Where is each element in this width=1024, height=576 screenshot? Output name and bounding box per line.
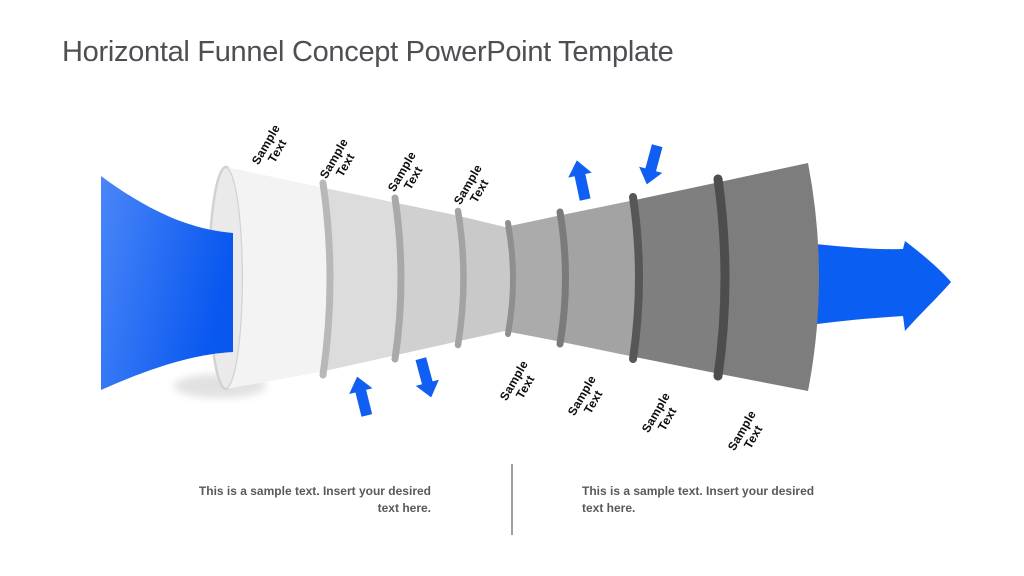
segment-rim-7	[629, 193, 643, 363]
funnel-segment-1	[226, 167, 327, 389]
segment-rim-4	[454, 207, 467, 349]
caption-left: This is a sample text. Insert your desir…	[195, 483, 431, 517]
caption-right-line2: text here.	[582, 501, 636, 515]
segment-rim-6	[556, 208, 569, 348]
funnel-segment-4	[455, 215, 510, 342]
funnel-segment-8	[715, 163, 819, 391]
input-flow-arrow	[101, 176, 233, 390]
funnel-segment-2	[320, 187, 398, 372]
caption-right: This is a sample text. Insert your desir…	[582, 483, 818, 517]
caption-right-line1: This is a sample text. Insert your desir…	[582, 484, 815, 498]
slide-title: Horizontal Funnel Concept PowerPoint Tem…	[62, 36, 674, 68]
segment-rim-2	[319, 179, 334, 379]
segment-rim-3	[391, 194, 405, 363]
accent-arrow-down-top	[639, 144, 663, 185]
accent-arrow-down-bottom	[415, 357, 439, 398]
accent-arrow-up-bottom-left	[349, 376, 373, 417]
segment-rim-5	[505, 220, 516, 337]
caption-left-line2: text here.	[377, 501, 431, 515]
funnel-segment-5	[505, 216, 563, 341]
caption-left-line1: This is a sample text. Insert your desir…	[198, 484, 431, 498]
accent-arrow-up-top	[568, 160, 592, 201]
funnel-segment-7	[630, 183, 722, 373]
caption-divider	[511, 464, 513, 535]
segment-rim-8	[713, 174, 730, 381]
funnel-segment-6	[557, 201, 636, 356]
funnel-segment-3	[392, 202, 461, 356]
output-flow-arrow	[795, 241, 951, 331]
